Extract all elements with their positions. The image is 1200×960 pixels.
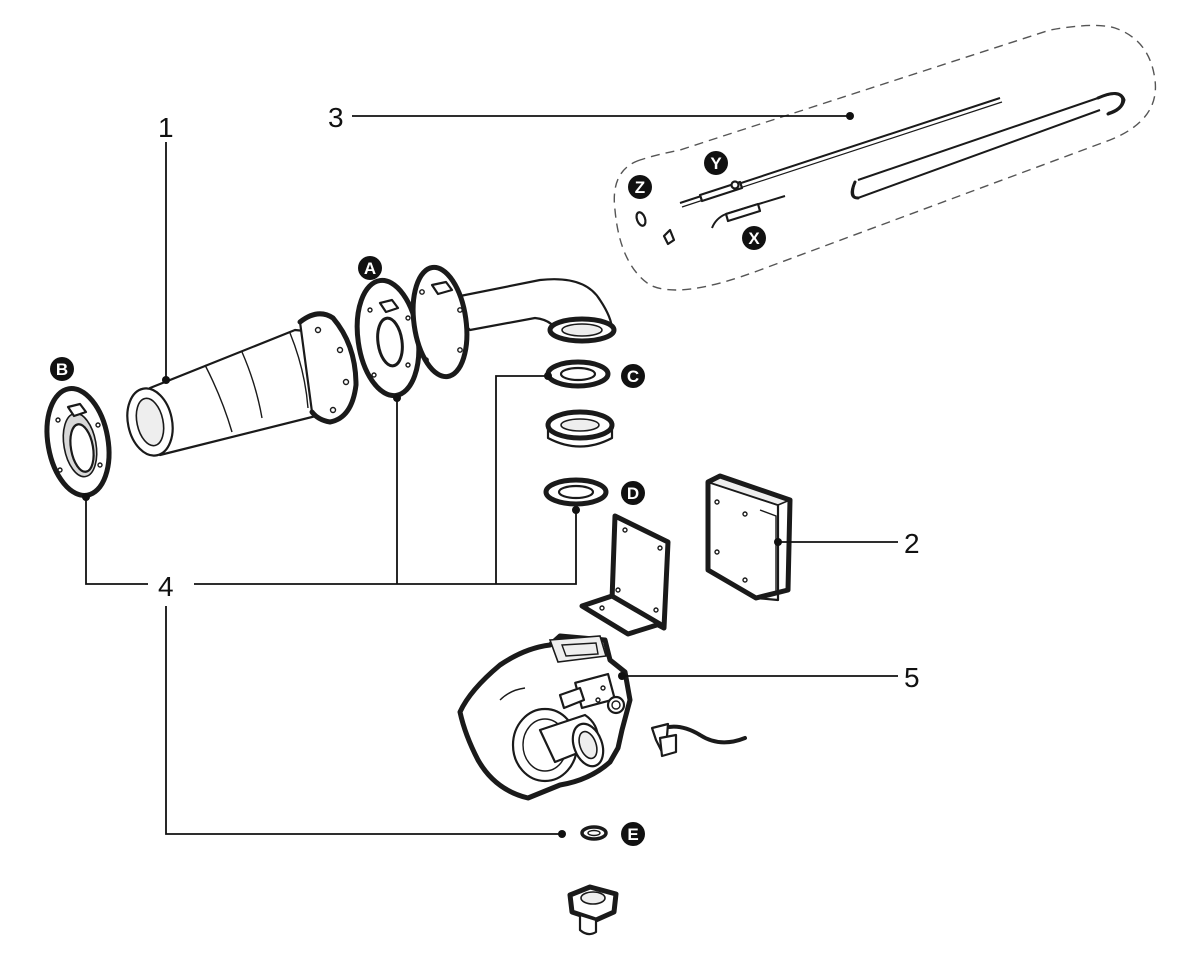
svg-text:X: X [748,229,760,248]
label-2: 2 [904,528,920,559]
electrode-kit-boundary [613,24,1157,291]
leader-lines [82,112,898,838]
svg-text:Z: Z [635,178,645,197]
badge-x: X [742,226,766,250]
control-box [705,473,793,602]
badge-b: B [50,357,74,381]
svg-text:Y: Y [710,154,722,173]
sensor-cable [650,722,747,758]
label-5: 5 [904,662,920,693]
badge-d: D [621,481,645,505]
badge-z: Z [628,175,652,199]
spacer-ring [545,409,615,448]
svg-text:B: B [56,360,68,379]
badge-y: Y [704,151,728,175]
gasket-c [545,359,611,389]
gasket-d [543,477,609,507]
label-4: 4 [158,571,174,602]
badge-a: A [358,256,382,280]
badge-c: C [621,364,645,388]
label-3: 3 [328,102,344,133]
svg-text:C: C [627,367,639,386]
svg-text:E: E [627,825,638,844]
gasket-a [354,277,422,399]
gas-elbow [410,264,617,380]
label-1: 1 [158,112,174,143]
burner-housing [457,633,633,801]
gasket-b [44,386,112,498]
seal-e [580,825,608,841]
mounting-bracket [579,513,671,637]
svg-text:A: A [364,259,376,278]
svg-text:D: D [627,484,639,503]
badge-e: E [621,822,645,846]
plug-fitting [567,884,619,936]
blast-tube [126,311,359,457]
electrode-kit [635,92,1126,246]
